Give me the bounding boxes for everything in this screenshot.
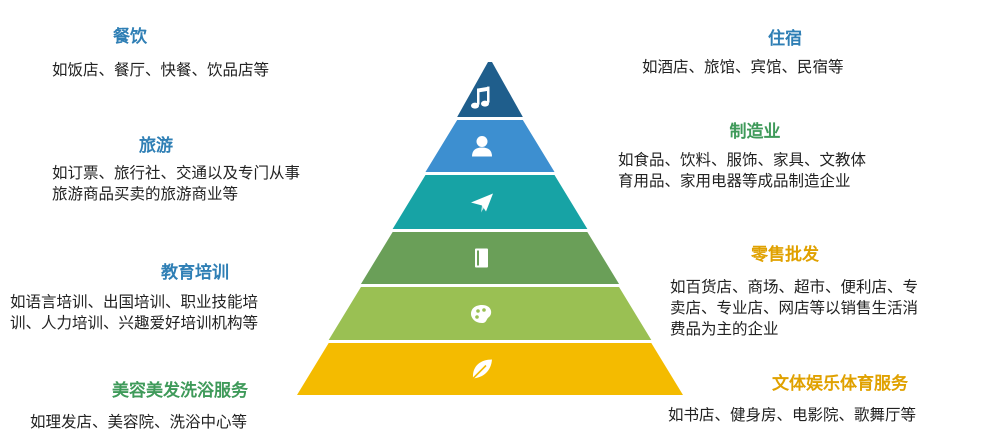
desc-line: 训、人力培训、兴趣爱好培训机构等 [10, 314, 259, 332]
category-title-retail: 零售批发 [751, 245, 819, 265]
person-icon [472, 136, 492, 157]
desc-line: 旅游商品买卖的旅游商业等 [52, 185, 239, 203]
pyramid-tier-4 [360, 232, 620, 284]
category-desc-retail: 如百货店、商场、超市、便利店、专 卖店、专业店、网店等以销售生活消 费品为主的企… [670, 277, 998, 340]
desc-line: 如食品、饮料、服饰、家具、文教体 [618, 151, 867, 169]
book-icon [475, 248, 488, 268]
pyramid-tier-6 [297, 343, 683, 395]
category-desc-tourism: 如订票、旅行社、交通以及专门从事 旅游商品买卖的旅游商业等 [52, 163, 382, 205]
category-desc-culture-sports: 如书店、健身房、电影院、歌舞厅等 [668, 405, 998, 426]
desc-line: 如语言培训、出国培训、职业技能培 [10, 293, 259, 311]
category-title-culture-sports: 文体娱乐体育服务 [772, 374, 908, 394]
desc-line: 如订票、旅行社、交通以及专门从事 [52, 164, 301, 182]
desc-line: 育用品、家用电器等成品制造企业 [618, 172, 851, 190]
desc-line: 如百货店、商场、超市、便利店、专 [670, 278, 919, 296]
desc-line: 如理发店、美容院、洗浴中心等 [30, 413, 248, 431]
desc-line: 卖店、专业店、网店等以销售生活消 [670, 299, 919, 317]
category-title-manufacturing: 制造业 [729, 122, 781, 142]
leaf-icon [472, 359, 492, 380]
desc-line: 如饭店、餐厅、快餐、饮品店等 [52, 61, 270, 79]
category-title-catering: 餐饮 [113, 27, 147, 47]
category-title-education: 教育培训 [161, 263, 229, 283]
category-desc-catering: 如饭店、餐厅、快餐、饮品店等 [52, 60, 372, 81]
category-title-tourism: 旅游 [139, 136, 173, 156]
palette-icon [471, 305, 492, 323]
desc-line: 如书店、健身房、电影院、歌舞厅等 [668, 406, 917, 424]
category-desc-lodging: 如酒店、旅馆、宾馆、民宿等 [642, 57, 972, 78]
category-title-lodging: 住宿 [768, 29, 802, 49]
category-desc-education: 如语言培训、出国培训、职业技能培 训、人力培训、兴趣爱好培训机构等 [10, 292, 355, 334]
desc-line: 如酒店、旅馆、宾馆、民宿等 [642, 58, 844, 76]
category-desc-beauty: 如理发店、美容院、洗浴中心等 [30, 412, 350, 433]
pyramid-tier-1 [457, 62, 523, 117]
category-desc-manufacturing: 如食品、饮料、服饰、家具、文教体 育用品、家用电器等成品制造企业 [618, 150, 958, 192]
pyramid-tier-3 [392, 175, 588, 229]
music-note-icon [471, 86, 490, 109]
category-title-beauty: 美容美发洗浴服务 [112, 381, 248, 401]
paper-plane-icon [471, 193, 493, 213]
desc-line: 费品为主的企业 [670, 320, 779, 338]
pyramid-tier-2 [425, 120, 555, 172]
